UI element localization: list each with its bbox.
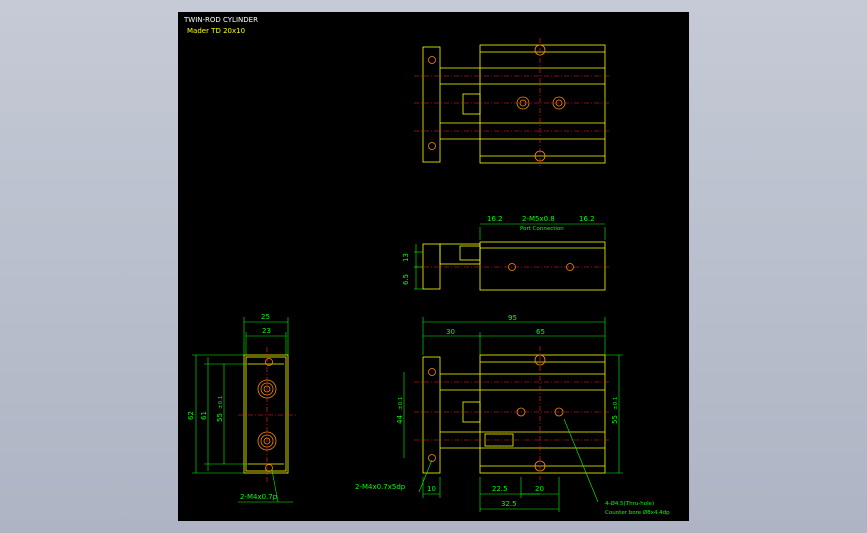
dim-55-right-tol: ±0.1 xyxy=(613,397,619,410)
dim-thread-bottom: 2-M4x0.7x5dp xyxy=(355,483,406,491)
dim-22-5: 22.5 xyxy=(492,485,508,493)
dim-port-spec: 2-M5x0.8 xyxy=(522,215,555,223)
dim-62: 62 xyxy=(187,411,195,420)
dim-44-tol: ±0.1 xyxy=(398,397,404,410)
dim-thread-left: 2-M4x0.7p xyxy=(240,493,278,501)
dim-counterbore: Counter bore Ø8x4.4dp xyxy=(605,509,670,516)
drawing-canvas: TWIN-ROD CYLINDER Mader TD 20x10 xyxy=(178,12,689,521)
dim-65: 65 xyxy=(536,328,545,336)
model-label: Mader TD 20x10 xyxy=(187,27,245,35)
dim-55-left: 55 xyxy=(216,413,224,422)
bottom-view xyxy=(403,317,623,512)
end-view xyxy=(192,317,296,503)
dim-30: 30 xyxy=(446,328,455,336)
dim-16-2-left: 16.2 xyxy=(487,215,503,223)
side-view xyxy=(414,223,610,291)
cad-drawing: TWIN-ROD CYLINDER Mader TD 20x10 xyxy=(183,16,670,516)
dim-10: 10 xyxy=(427,485,436,493)
dim-16-2-right: 16.2 xyxy=(579,215,595,223)
dim-61: 61 xyxy=(200,411,208,420)
dim-20: 20 xyxy=(535,485,544,493)
dim-holes: 4-Ø4.5(Thru-hole) xyxy=(605,500,654,507)
dim-55-right: 55 xyxy=(611,415,619,424)
dim-port-connection: Port Connection xyxy=(520,226,564,232)
drawing-title: TWIN-ROD CYLINDER xyxy=(183,16,258,24)
dim-32-5: 32.5 xyxy=(501,500,517,508)
dim-44: 44 xyxy=(396,415,404,424)
top-view xyxy=(414,38,610,168)
dim-95: 95 xyxy=(508,314,517,322)
dim-25: 25 xyxy=(261,313,270,321)
dim-13: 13 xyxy=(402,253,410,262)
dim-55-left-tol: ±0.1 xyxy=(218,396,224,409)
dim-23: 23 xyxy=(262,327,271,335)
dim-6-5: 6.5 xyxy=(402,274,410,285)
